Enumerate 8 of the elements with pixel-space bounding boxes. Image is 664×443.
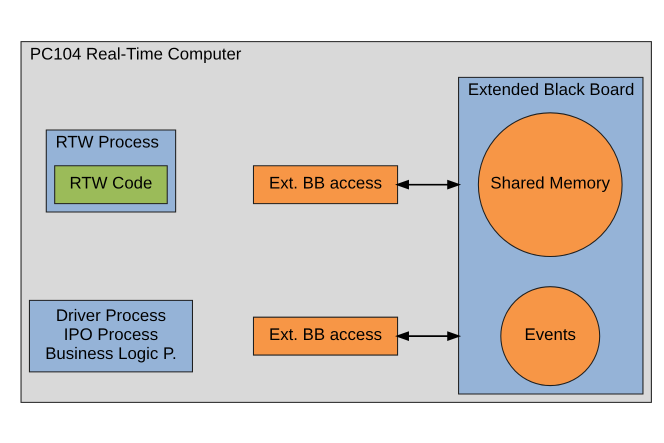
node-circle: Shared Memory	[478, 112, 623, 257]
arrow	[395, 179, 462, 190]
node-box: Ext. BB access	[252, 316, 398, 356]
node-box: RTW Code	[54, 164, 168, 204]
node-box: Driver Process IPO Process Business Logic P.	[28, 299, 193, 372]
node-box: Ext. BB access	[252, 164, 398, 204]
node-circle: Events	[500, 286, 600, 386]
arrow	[395, 330, 462, 340]
